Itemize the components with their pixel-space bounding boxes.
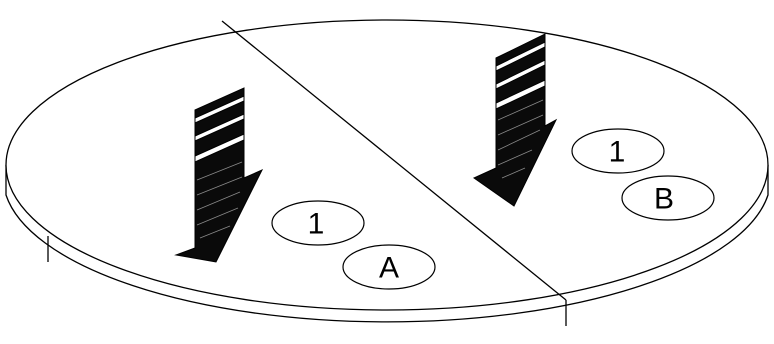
label-right-1: 1 — [572, 129, 664, 173]
label-left-A: A — [343, 245, 435, 289]
label-right-B: B — [622, 176, 714, 220]
svg-text:B: B — [654, 183, 674, 216]
svg-text:A: A — [379, 252, 399, 285]
svg-text:1: 1 — [308, 208, 325, 241]
label-left-1: 1 — [272, 201, 364, 245]
svg-text:1: 1 — [609, 136, 626, 169]
